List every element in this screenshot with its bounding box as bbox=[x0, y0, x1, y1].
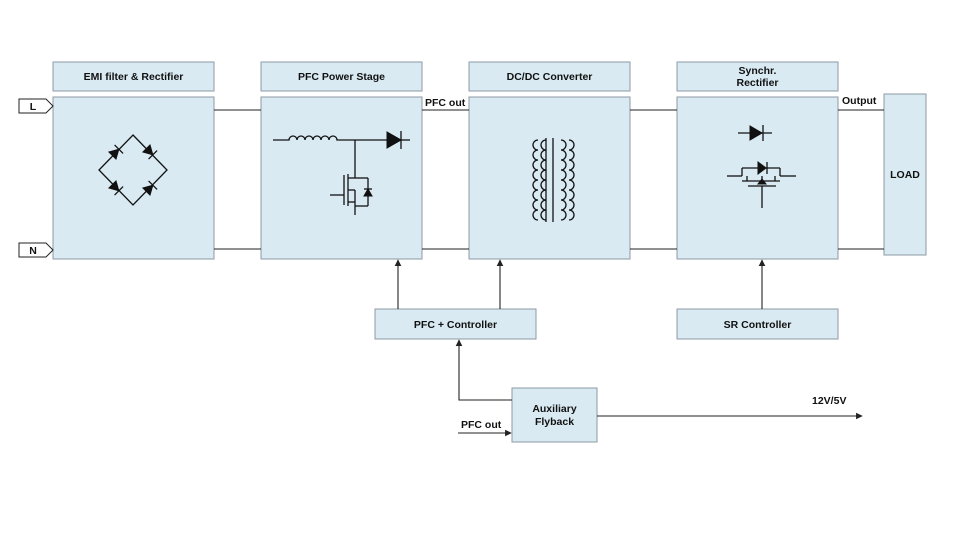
mosfet-icon bbox=[330, 140, 373, 215]
pfc-out-label-bottom: PFC out bbox=[461, 419, 502, 431]
load-label: LOAD bbox=[890, 169, 920, 181]
load-block: LOAD bbox=[883, 93, 927, 256]
pfc-power-stage-block bbox=[260, 96, 423, 260]
inductor-icon bbox=[273, 135, 387, 141]
diode-icon bbox=[738, 125, 772, 141]
emi-header-label: EMI filter & Rectifier bbox=[84, 71, 184, 83]
pfc-stage-header: PFC Power Stage bbox=[260, 61, 423, 92]
aux-flyback-label-1: Auxiliary bbox=[532, 403, 577, 415]
sr-header: Synchr. Rectifier bbox=[676, 61, 839, 92]
bridge-rectifier-icon bbox=[98, 134, 168, 206]
sr-controller-block: SR Controller bbox=[676, 308, 839, 340]
aux-flyback-label-2: Flyback bbox=[535, 416, 574, 428]
dcdc-header-label: DC/DC Converter bbox=[507, 71, 593, 83]
emi-filter-block bbox=[52, 96, 215, 260]
terminal-l-label: L bbox=[30, 101, 37, 113]
pfc-stage-header-label: PFC Power Stage bbox=[298, 71, 385, 83]
output-label: Output bbox=[842, 95, 877, 107]
arrow-aux-to-pfc-controller bbox=[455, 339, 512, 401]
pfc-controller-block: PFC + Controller bbox=[374, 308, 537, 340]
auxiliary-flyback-block: Auxiliary Flyback bbox=[511, 387, 598, 443]
dcdc-converter-block bbox=[468, 96, 631, 260]
transformer-icon bbox=[532, 138, 575, 222]
power-wires bbox=[214, 109, 884, 250]
terminal-n: N bbox=[18, 242, 54, 258]
control-arrows bbox=[394, 259, 863, 437]
sr-header-label-1: Synchr. bbox=[739, 65, 777, 77]
sr-controller-label: SR Controller bbox=[724, 319, 792, 331]
sr-header-label-2: Rectifier bbox=[736, 77, 778, 89]
emi-header: EMI filter & Rectifier bbox=[52, 61, 215, 92]
rail-voltage-label: 12V/5V bbox=[812, 395, 846, 407]
pfc-out-label-top: PFC out bbox=[425, 97, 466, 109]
terminal-n-label: N bbox=[29, 245, 37, 257]
pfc-controller-label: PFC + Controller bbox=[414, 319, 497, 331]
mosfet-icon bbox=[727, 161, 796, 208]
dcdc-header: DC/DC Converter bbox=[468, 61, 631, 92]
synchr-rectifier-block bbox=[676, 96, 839, 260]
terminal-l: L bbox=[18, 98, 54, 114]
diode-icon bbox=[386, 131, 410, 149]
